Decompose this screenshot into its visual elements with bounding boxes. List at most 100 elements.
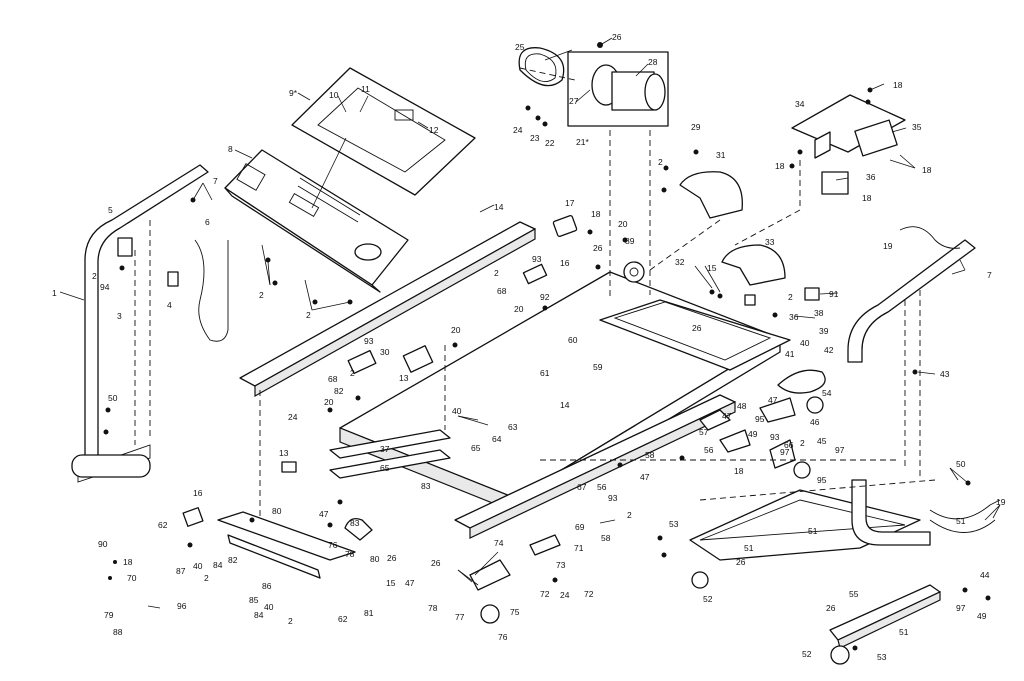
part-label: 26 <box>736 557 746 567</box>
part-label: 62 <box>158 520 168 530</box>
part-label: 57 <box>699 427 709 437</box>
part-label: 47 <box>768 395 778 405</box>
part-label: 53 <box>669 519 679 529</box>
part-label: 90 <box>98 539 108 549</box>
part-label: 2 <box>92 271 97 281</box>
part-label: 47 <box>405 578 415 588</box>
part-label: 8 <box>228 144 233 154</box>
part-label: 1 <box>52 288 57 298</box>
part-label: 42 <box>824 345 834 355</box>
part-label: 71 <box>574 543 584 553</box>
motor-hood-33 <box>721 244 786 286</box>
part-label: 52 <box>802 649 812 659</box>
part-label: 91 <box>829 289 839 299</box>
small-parts <box>117 214 1001 665</box>
part-label: 2 <box>350 368 355 378</box>
part-label: 7 <box>213 176 218 186</box>
part-label: 40 <box>264 602 274 612</box>
part-label: 55 <box>849 589 859 599</box>
part-label: 79 <box>104 610 114 620</box>
part-label: 18 <box>862 193 872 203</box>
left-upright-handrail <box>71 164 209 483</box>
part-label: 51 <box>899 627 909 637</box>
part-label: 12 <box>429 125 439 135</box>
part-label: 2 <box>204 573 209 583</box>
part-label: 51 <box>744 543 754 553</box>
part-label: 2 <box>494 268 499 278</box>
part-label: 16 <box>560 258 570 268</box>
part-label: 81 <box>364 608 374 618</box>
part-label: 47 <box>640 472 650 482</box>
overlay-panel-9 <box>291 67 476 209</box>
part-label: 43 <box>940 369 950 379</box>
part-label: 97 <box>835 445 845 455</box>
part-label: 2 <box>259 290 264 300</box>
right-upright-handrail <box>847 239 976 546</box>
part-label: 15 <box>707 263 717 273</box>
part-label: 20 <box>324 397 334 407</box>
part-label: 56 <box>704 445 714 455</box>
part-label: 2 <box>627 510 632 520</box>
part-label: 26 <box>612 32 622 42</box>
part-label: 89 <box>625 236 635 246</box>
part-label: 26 <box>431 558 441 568</box>
part-label: 80 <box>370 554 380 564</box>
part-label: 69 <box>575 522 585 532</box>
part-label: 20 <box>451 325 461 335</box>
part-label: 83 <box>421 481 431 491</box>
part-label: 27 <box>569 96 579 106</box>
part-label: 21* <box>576 137 589 147</box>
part-label: 17 <box>565 198 575 208</box>
part-label: 58 <box>645 450 655 460</box>
part-label: 68 <box>328 374 338 384</box>
part-label: 2 <box>306 310 311 320</box>
part-label: 58 <box>601 533 611 543</box>
part-label: 78 <box>428 603 438 613</box>
part-label: 70 <box>127 573 137 583</box>
part-label: 75 <box>510 607 520 617</box>
part-label: 2 <box>288 616 293 626</box>
part-label: 83 <box>350 518 360 528</box>
part-label: 93 <box>770 432 780 442</box>
part-label: 39 <box>819 326 829 336</box>
part-label: 18 <box>123 557 133 567</box>
part-label: 41 <box>785 349 795 359</box>
part-label: 20 <box>514 304 524 314</box>
part-label: 4 <box>167 300 172 310</box>
part-label: 7 <box>987 270 992 280</box>
part-label: 64 <box>492 434 502 444</box>
part-label: 85 <box>249 595 259 605</box>
part-label: 45 <box>817 436 827 446</box>
part-label: 63 <box>508 422 518 432</box>
part-label: 18 <box>591 209 601 219</box>
part-label: 86 <box>262 581 272 591</box>
part-label: 49 <box>977 611 987 621</box>
part-label: 26 <box>593 243 603 253</box>
console-assembly <box>224 149 409 293</box>
part-label: 25 <box>515 42 525 52</box>
part-label: 51 <box>808 526 818 536</box>
part-label: 24 <box>513 125 523 135</box>
deck-frame <box>217 221 941 649</box>
part-label: 24 <box>288 412 298 422</box>
part-label: 50 <box>956 459 966 469</box>
part-label: 72 <box>540 589 550 599</box>
part-label: 92 <box>540 292 550 302</box>
part-label: 35 <box>912 122 922 132</box>
part-label: 36 <box>789 312 799 322</box>
part-label: 40 <box>800 338 810 348</box>
part-label: 19 <box>883 241 893 251</box>
part-label: 36 <box>866 172 876 182</box>
part-label: 95 <box>817 475 827 485</box>
part-label: 47 <box>319 509 329 519</box>
part-label: 18 <box>893 80 903 90</box>
part-label: 3 <box>117 311 122 321</box>
part-label: 76 <box>498 632 508 642</box>
part-label: 65 <box>380 463 390 473</box>
part-label: 77 <box>455 612 465 622</box>
part-label: 84 <box>254 610 264 620</box>
part-label: 94 <box>100 282 110 292</box>
part-label: 80 <box>272 506 282 516</box>
part-label: 82 <box>334 386 344 396</box>
